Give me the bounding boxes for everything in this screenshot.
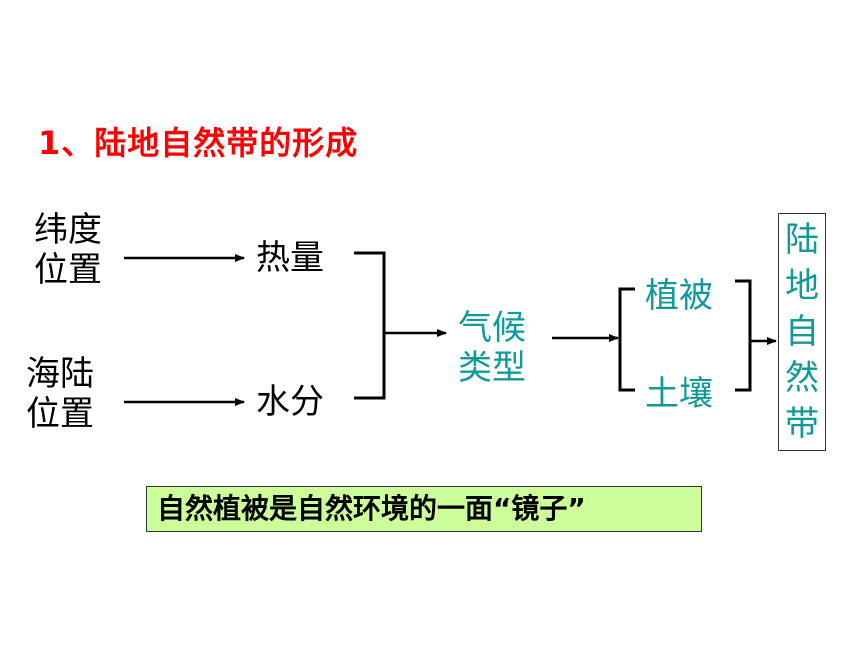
- result-char: 地: [785, 266, 819, 306]
- result-char: 自: [785, 312, 819, 352]
- soil-label: 土壤: [645, 374, 713, 414]
- bracket-outcomes-right: [735, 279, 752, 392]
- note-box: 自然植被是自然环境的一面“镜子”: [146, 486, 702, 532]
- result-char: 然: [785, 358, 819, 398]
- bracket-heat-moisture: [354, 251, 386, 400]
- moisture-label: 水分: [256, 382, 324, 422]
- vegetation-label: 植被: [645, 276, 713, 316]
- heat-label: 热量: [256, 238, 324, 278]
- terrestrial-natural-zone-box: 陆 地 自 然 带: [778, 213, 826, 451]
- result-char: 带: [785, 404, 819, 444]
- result-char: 陆: [785, 220, 819, 260]
- climate-type-label: 气候 类型: [458, 308, 526, 388]
- land-sea-position-label: 海陆 位置: [26, 354, 94, 434]
- latitude-position-label: 纬度 位置: [34, 210, 102, 290]
- slide-title: 1、陆地自然带的形成: [38, 124, 359, 162]
- bracket-outcomes-left: [618, 287, 635, 392]
